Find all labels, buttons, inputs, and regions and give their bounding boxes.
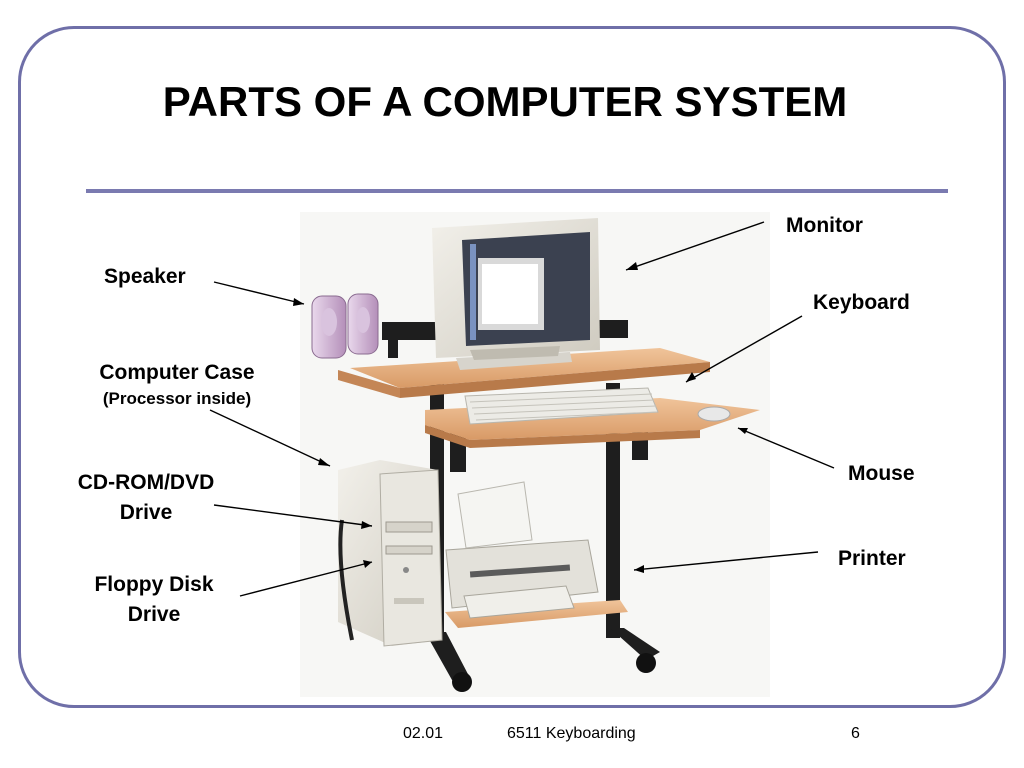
- label-floppy-line2: Drive: [127, 603, 181, 626]
- footer-date: 02.01: [403, 725, 444, 742]
- floppy-pointer: [239, 561, 373, 597]
- label-floppy-line1: Floppy Disk: [94, 573, 214, 596]
- label-cdrom-line2: Drive: [119, 501, 173, 524]
- computer-case-pointer: [209, 409, 331, 467]
- mouse-image: [697, 406, 731, 422]
- desk-leg-right: [606, 383, 620, 638]
- slide-frame: [18, 26, 1006, 708]
- label-speaker: Speaker: [104, 265, 186, 288]
- label-monitor: Monitor: [786, 214, 863, 237]
- label-cdrom-line1: CD-ROM/DVD: [77, 471, 215, 494]
- keyboard-pointer: [685, 315, 803, 383]
- pointer-lines: [209, 221, 835, 597]
- printer-pointer: [633, 551, 819, 571]
- label-computer-case-note: (Processor inside): [102, 389, 252, 408]
- cdrom-pointer: [213, 504, 373, 527]
- label-floppy: Floppy Disk Drive: [74, 570, 234, 630]
- footer-page-number: 6: [851, 725, 860, 742]
- floppy-drive-image: [385, 545, 433, 555]
- cdrom-drive-image: [385, 521, 433, 533]
- speaker-pointer: [213, 281, 305, 305]
- label-computer-case-title: Computer Case: [99, 361, 255, 384]
- mouse-pointer: [737, 427, 835, 469]
- footer-course: 6511 Keyboarding: [507, 725, 636, 742]
- label-mouse: Mouse: [848, 462, 915, 485]
- label-cdrom: CD-ROM/DVD Drive: [56, 468, 236, 528]
- label-keyboard: Keyboard: [813, 291, 910, 314]
- title-divider: [86, 189, 948, 193]
- monitor-pointer: [625, 221, 765, 271]
- keyboard-image: [464, 387, 659, 425]
- label-printer: Printer: [838, 547, 906, 570]
- label-computer-case: Computer Case (Processor inside): [72, 358, 282, 410]
- slide-title: PARTS OF A COMPUTER SYSTEM: [162, 78, 848, 125]
